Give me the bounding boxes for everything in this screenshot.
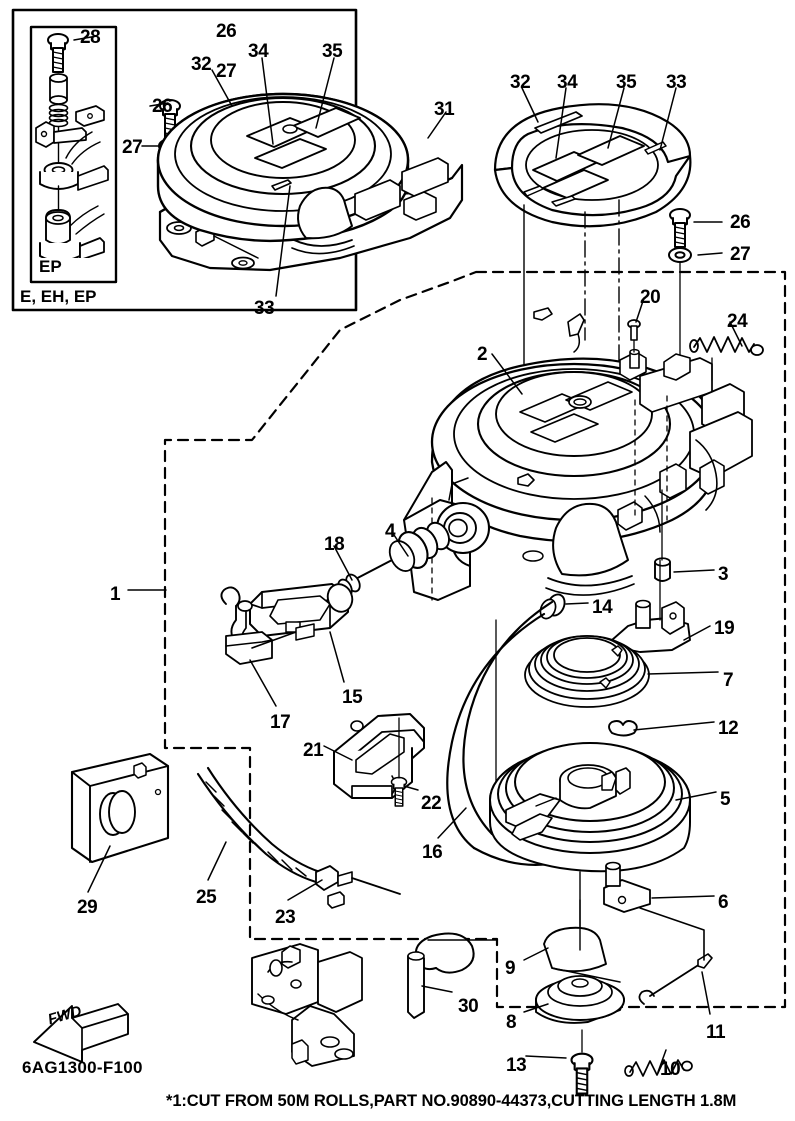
callout-grommet-14: 14 xyxy=(592,597,613,618)
variant-box-outer-label: E, EH, EP xyxy=(20,287,97,306)
callout-clip-17: 17 xyxy=(270,712,291,733)
callout-emblem-35: 35 xyxy=(322,41,343,62)
callout-bolt-26-top: 26 xyxy=(216,21,237,42)
callout-decal-ring-32: 32 xyxy=(510,72,531,93)
callout-bolt-26-inset: 26 xyxy=(152,96,173,117)
callout-washer-27-inset: 27 xyxy=(122,137,143,158)
callout-bolt-13: 13 xyxy=(506,1055,527,1076)
callout-hook-30: 30 xyxy=(458,996,479,1017)
callout-rope-16: 16 xyxy=(422,842,443,863)
callout-lever-15: 15 xyxy=(342,687,363,708)
callout-starter-case-cover: 32 xyxy=(191,54,212,75)
callout-plate-9: 9 xyxy=(505,958,516,979)
callout-spiral-spring-7: 7 xyxy=(723,670,734,691)
callout-spring-24: 24 xyxy=(727,311,748,332)
callout-decal-35: 35 xyxy=(616,72,637,93)
drawing-number: 6AG1300-F100 xyxy=(22,1058,143,1077)
callout-drive-pulley-8: 8 xyxy=(506,1012,517,1033)
callout-starter-case-assy-2: 2 xyxy=(477,344,488,365)
callout-bolt-upper-inset: 28 xyxy=(80,27,101,48)
callout-ring-33-inset: 33 xyxy=(254,298,275,319)
callout-pawl-6: 6 xyxy=(718,892,729,913)
callout-washer-27-top: 27 xyxy=(216,61,237,82)
callout-decal-33: 33 xyxy=(666,72,687,93)
footer-note: *1:CUT FROM 50M ROLLS,PART NO.90890-4437… xyxy=(166,1092,737,1110)
callout-rod-11: 11 xyxy=(706,1022,726,1043)
callout-sheave-drum-5: 5 xyxy=(720,789,731,810)
callout-shaft-18: 18 xyxy=(324,534,345,555)
callout-decal-34: 34 xyxy=(557,72,578,93)
callout-bush-4: 4 xyxy=(385,521,396,542)
callout-plug-3: 3 xyxy=(718,564,729,585)
callout-starter-case-31: 31 xyxy=(434,99,455,120)
callout-clip-12: 12 xyxy=(718,718,739,739)
callout-pin-20: 20 xyxy=(640,287,661,308)
callout-starter-assembly-1: 1 xyxy=(110,584,121,605)
callout-washer-27-right: 27 xyxy=(730,244,751,265)
callout-spring-10: 10 xyxy=(660,1059,681,1080)
callout-spring-cable-25: 25 xyxy=(196,887,217,908)
callout-bolt-22: 22 xyxy=(421,793,442,814)
callout-grip-29: 29 xyxy=(77,897,98,918)
callout-cable-end-23: 23 xyxy=(275,907,296,928)
callout-lever-19: 19 xyxy=(714,618,735,639)
callout-bolt-26-right: 26 xyxy=(730,212,751,233)
callout-emblem-34: 34 xyxy=(248,41,269,62)
callout-handle-21: 21 xyxy=(303,740,324,761)
variant-box-inner-label: EP xyxy=(39,257,62,276)
